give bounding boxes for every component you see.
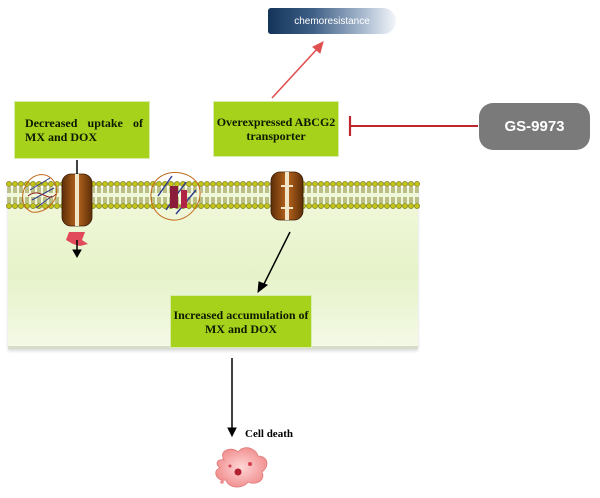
membrane-protein-left xyxy=(22,174,58,213)
dying-cell-icon xyxy=(215,447,268,488)
transporter-left xyxy=(61,160,93,246)
decreased-uptake-box: Decreased uptake of MX and DOX xyxy=(14,101,150,159)
gs-9973-text: GS-9973 xyxy=(504,118,565,135)
arrow-to-chemoresistance xyxy=(271,41,324,99)
overexpressed-abcg2-box: Overexpressed ABCG2 transporter xyxy=(213,101,339,157)
arrow-to-accumulation xyxy=(257,231,291,294)
membrane-protein-middle xyxy=(150,172,201,221)
increased-accumulation-text: Increased accumulation of MX and DOX xyxy=(173,307,309,336)
arrow-to-cell-death xyxy=(227,358,237,438)
inhibition-line xyxy=(348,116,478,136)
abcg2-transporter xyxy=(270,171,304,221)
increased-accumulation-box: Increased accumulation of MX and DOX xyxy=(170,295,312,348)
decreased-uptake-text: Decreased uptake of MX and DOX xyxy=(25,116,143,144)
chemoresistance-label: chemoresistance xyxy=(268,8,396,34)
chemoresistance-text: chemoresistance xyxy=(294,15,370,27)
cell-death-label: Cell death xyxy=(245,428,293,440)
overexpressed-abcg2-text: Overexpressed ABCG2 transporter xyxy=(216,115,336,143)
arrow-uptake-down xyxy=(72,240,82,259)
gs-9973-box: GS-9973 xyxy=(479,103,590,150)
